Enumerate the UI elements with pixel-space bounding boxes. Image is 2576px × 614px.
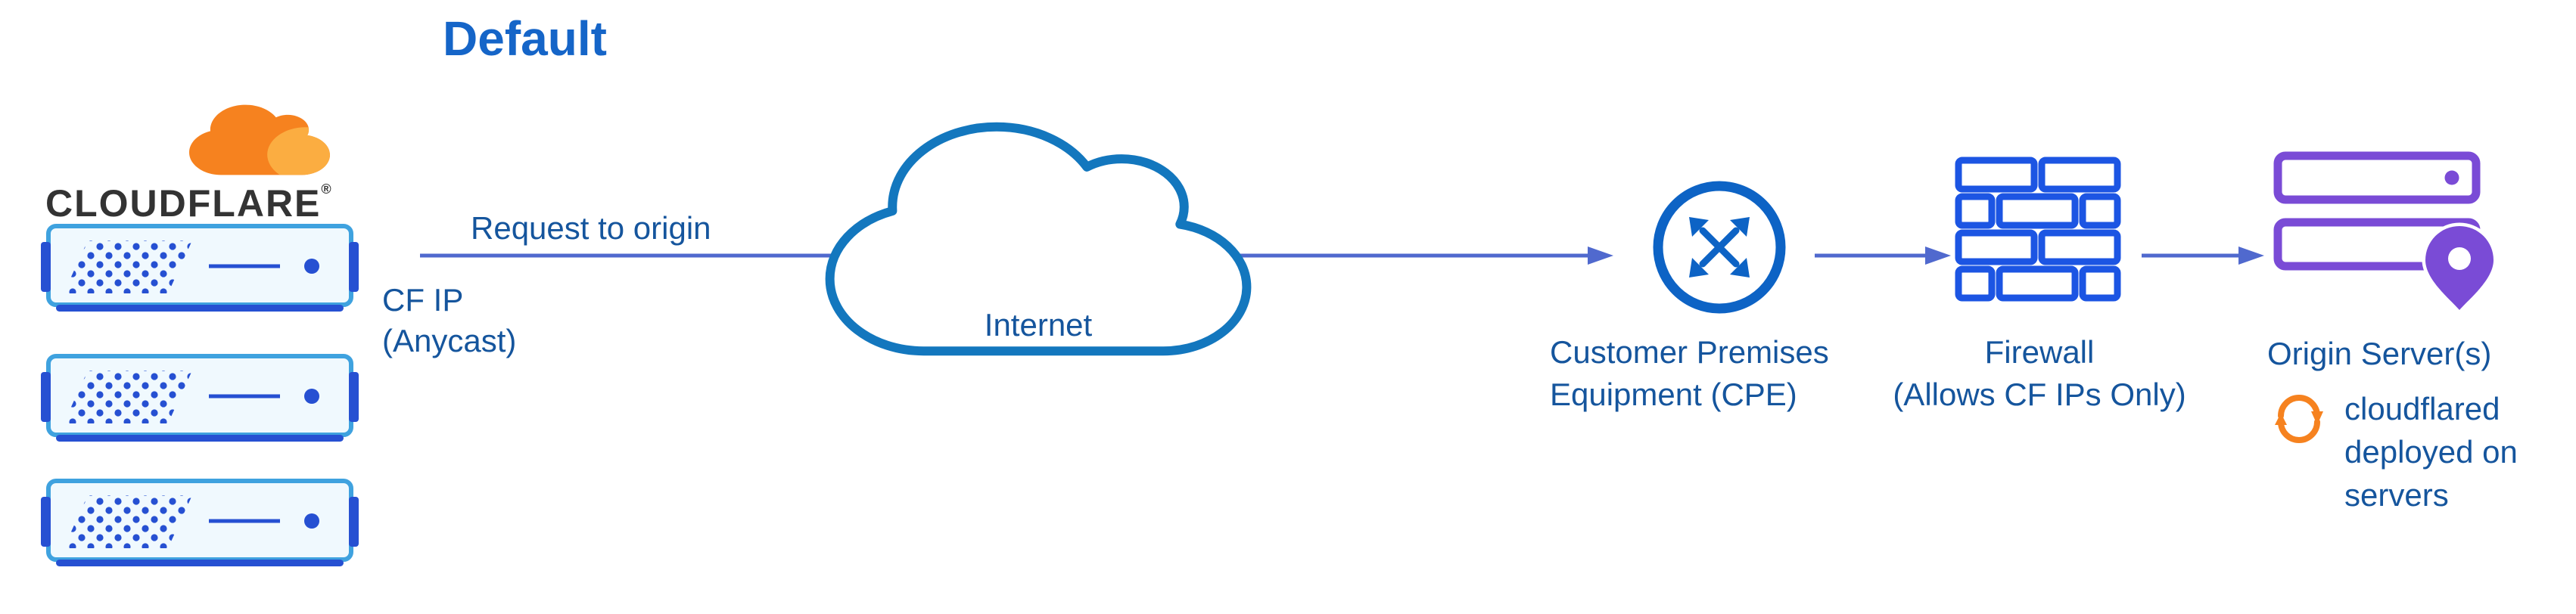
edge-server-icon (41, 354, 359, 446)
arrow-cpe-to-firewall (1815, 247, 1951, 265)
cloudflared-note: cloudflared deployed on servers (2344, 387, 2518, 516)
cf-ip-anycast-label: CF IP (Anycast) (382, 280, 516, 361)
cloudflare-wordmark: CLOUDFLARE® (45, 181, 333, 225)
cloudflared-note-line2: deployed on (2344, 434, 2518, 470)
location-pin-icon (2422, 222, 2497, 315)
cpe-router-icon (1653, 181, 1786, 314)
cloudflared-note-line1: cloudflared (2344, 391, 2500, 426)
firewall-label-line2: (Allows CF IPs Only) (1893, 377, 2186, 412)
internet-cloud-icon (823, 106, 1253, 372)
cloudflared-sync-icon (2275, 395, 2323, 443)
firewall-label-line1: Firewall (1984, 334, 2095, 370)
cloudflared-note-line3: servers (2344, 477, 2449, 513)
origin-servers-icon (2273, 151, 2497, 315)
origin-servers-label: Origin Server(s) (2267, 336, 2492, 371)
cloudflare-wordmark-text: CLOUDFLARE (45, 182, 322, 225)
edge-server-icon (41, 224, 359, 316)
cpe-label: Customer Premises Equipment (CPE) (1550, 331, 1829, 416)
internet-label: Internet (984, 307, 1093, 343)
trademark-symbol: ® (321, 181, 333, 197)
cpe-label-line2: Equipment (CPE) (1550, 377, 1797, 412)
arrow-firewall-to-origin (2142, 247, 2264, 265)
request-to-origin-label: Request to origin (471, 210, 711, 246)
firewall-label: Firewall (Allows CF IPs Only) (1862, 331, 2217, 416)
cloudflare-logo-icon (189, 104, 330, 175)
cf-ip-line: CF IP (382, 282, 464, 318)
firewall-brick-icon (1955, 157, 2121, 302)
edge-server-icon (41, 479, 359, 571)
anycast-line: (Anycast) (382, 323, 517, 358)
page-title: Default (443, 11, 607, 66)
cpe-label-line1: Customer Premises (1550, 334, 1829, 370)
